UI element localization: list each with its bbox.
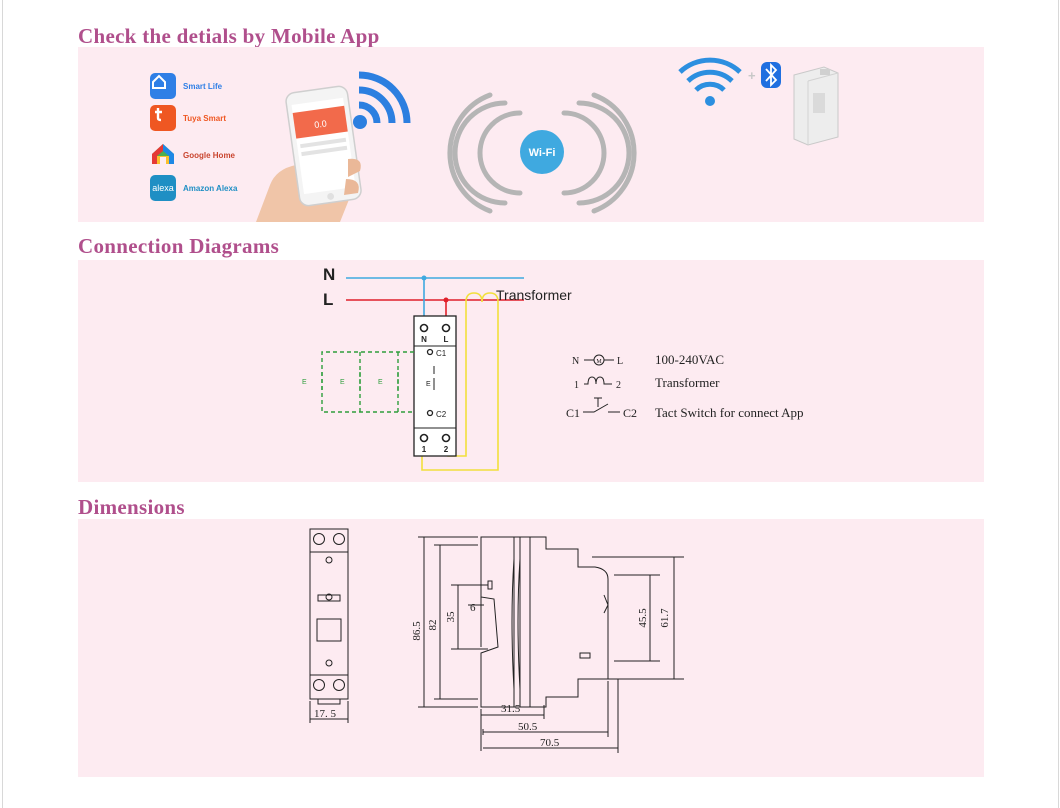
wifi-badge-text: Wi-Fi <box>529 147 556 159</box>
live-line-label: L <box>323 290 333 309</box>
wifi-broadcast-icon <box>447 92 637 214</box>
alexa-wordmark: alexa <box>152 183 174 193</box>
legend-1: 1 <box>574 380 579 391</box>
app-amazon-alexa: alexa Amazon Alexa <box>150 175 237 201</box>
dim-width: 17. 5 <box>314 708 337 720</box>
ext-switch-mark-3: E <box>378 379 383 386</box>
terminal-n: N <box>421 335 427 344</box>
dim-face-total: 61.7 <box>659 608 671 628</box>
legend-switch-desc: Tact Switch for connect App <box>655 405 804 420</box>
phone-signal-icon <box>353 71 411 129</box>
dim-depth-3: 70.5 <box>540 737 560 749</box>
smart-life-label: Smart Life <box>183 81 223 91</box>
terminal-c2: C2 <box>436 410 447 419</box>
app-panel: Smart Life Tuya Smart Google Home alexa … <box>78 47 984 222</box>
section-title-dimensions: Dimensions <box>78 495 185 519</box>
dim-window: 35 <box>445 611 457 623</box>
module-body <box>413 315 457 457</box>
terminal-l: L <box>444 335 449 344</box>
dimension-drawing: 17. 5 86.5 82 35 6 61.7 45.5 31.5 50.5 7… <box>309 528 684 753</box>
side-view <box>480 536 609 708</box>
app-smart-life: Smart Life <box>150 73 222 99</box>
legend-motor-symbol: M <box>596 359 602 365</box>
dim-depth-2: 50.5 <box>518 721 538 733</box>
ext-switch-mark-2: E <box>340 379 345 386</box>
section-title-connection: Connection Diagrams <box>78 234 280 258</box>
neutral-line-label: N <box>323 265 335 284</box>
legend-l: L <box>617 356 623 367</box>
wiring-diagram: N L Transformer N L C1 C2 E 1 2 <box>302 265 804 471</box>
legend-c2: C2 <box>623 406 637 420</box>
phone: 0.0 <box>285 85 362 207</box>
alexa-label: Amazon Alexa <box>183 183 238 193</box>
ext-switch-mark-1: E <box>302 379 307 386</box>
section-title-app: Check the detials by Mobile App <box>78 24 380 48</box>
dim-height-total: 86.5 <box>411 621 423 641</box>
google-home-label: Google Home <box>183 150 236 160</box>
tuya-label: Tuya Smart <box>183 113 226 123</box>
wifi-badge <box>520 130 564 174</box>
app-illustration: 0.0 Wi-Fi + <box>256 57 839 222</box>
bluetooth-icon <box>761 62 781 88</box>
app-google-home: Google Home <box>150 142 235 168</box>
phone-reading: 0.0 <box>314 118 328 130</box>
legend-power-desc: 100-240VAC <box>655 352 724 367</box>
alexa-icon: alexa <box>150 175 176 201</box>
left-border <box>2 0 3 808</box>
fingers <box>344 158 361 195</box>
dim-face: 45.5 <box>637 608 649 628</box>
legend-n: N <box>572 356 579 367</box>
legend-c1: C1 <box>566 406 580 420</box>
plus-sign: + <box>748 68 756 83</box>
connection-panel: N L Transformer N L C1 C2 E 1 2 <box>78 260 984 482</box>
tuya-icon <box>150 105 176 131</box>
dim-depth-1: 31.5 <box>501 703 521 715</box>
internal-switch-mark: E <box>426 381 431 388</box>
legend-transformer-desc: Transformer <box>655 375 720 390</box>
external-switches <box>321 351 414 413</box>
dimension-lines <box>418 536 684 753</box>
device-photo <box>793 66 839 146</box>
app-tuya-smart: Tuya Smart <box>150 105 226 131</box>
terminal-c1: C1 <box>436 349 447 358</box>
legend: N M L 100-240VAC 1 2 Transformer C1 C2 T… <box>566 352 804 420</box>
terminal-2: 2 <box>444 445 449 454</box>
transformer-label: Transformer <box>496 287 572 303</box>
dim-height-body: 82 <box>427 620 439 631</box>
google-home-icon <box>150 142 176 168</box>
front-view <box>309 528 349 723</box>
right-border <box>1058 0 1059 808</box>
legend-2: 2 <box>616 380 621 391</box>
transformer-coil <box>465 292 499 303</box>
dim-gap: 6 <box>470 602 476 614</box>
terminal-1: 1 <box>422 445 427 454</box>
dimensions-panel: 17. 5 86.5 82 35 6 61.7 45.5 31.5 50.5 7… <box>78 519 984 777</box>
smart-life-icon <box>150 73 176 99</box>
wifi-icon <box>678 57 742 106</box>
